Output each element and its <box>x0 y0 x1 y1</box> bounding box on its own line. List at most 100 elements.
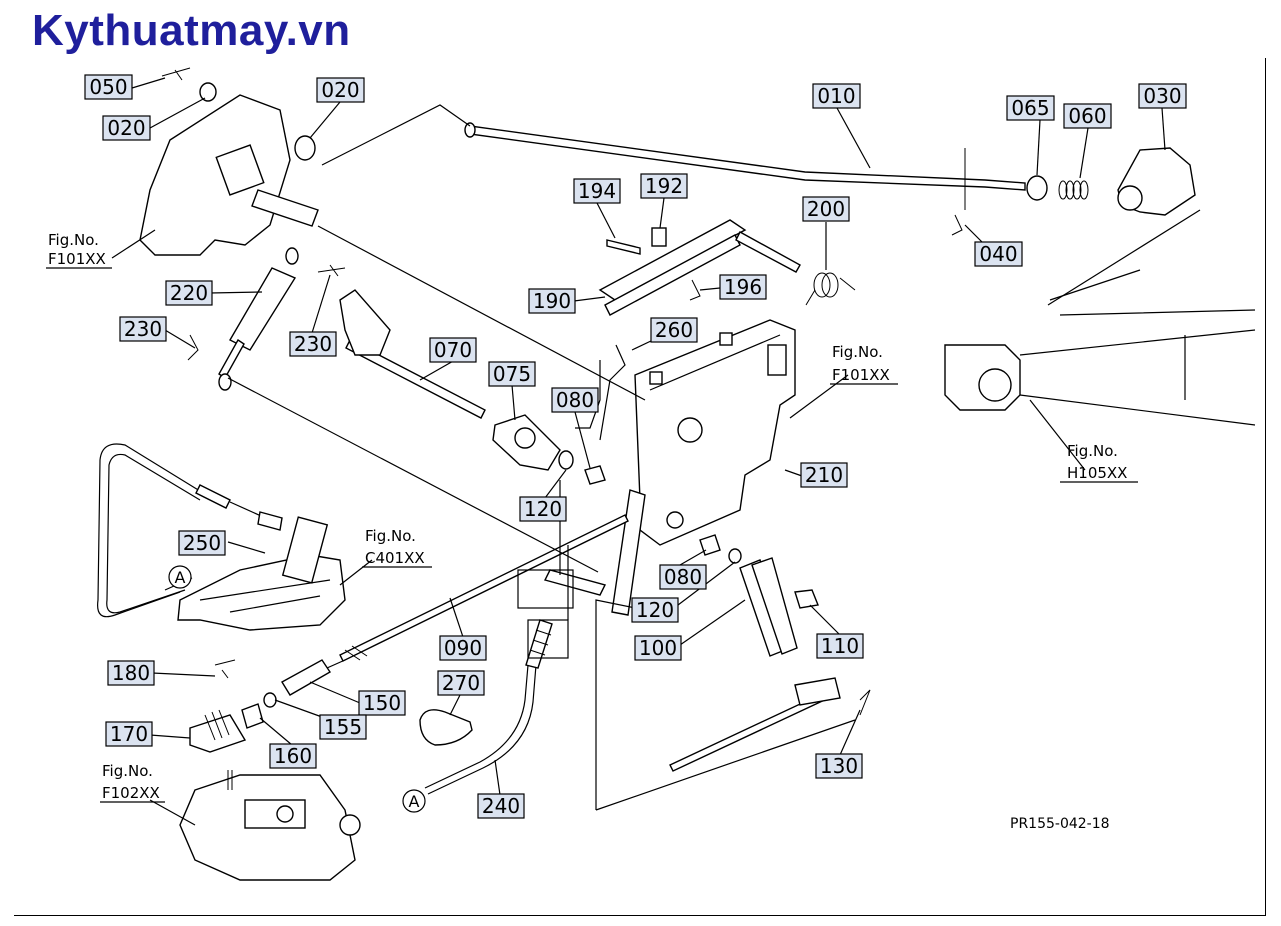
part-label-170: 170 <box>105 721 153 747</box>
nut-160 <box>241 703 264 729</box>
svg-text:230: 230 <box>294 332 332 356</box>
part-label-220: 220 <box>165 280 213 306</box>
svg-text:F101XX: F101XX <box>832 366 890 384</box>
cable-090 <box>339 514 629 662</box>
drawing-code: PR155-042-18 <box>1010 816 1110 832</box>
svg-text:250: 250 <box>183 531 221 555</box>
part-label-240: 240 <box>477 793 525 819</box>
fig-ref-h105: Fig.No. H105XX <box>1060 442 1138 483</box>
svg-text:090: 090 <box>444 636 482 660</box>
svg-text:F101XX: F101XX <box>48 250 106 268</box>
svg-text:220: 220 <box>170 281 208 305</box>
svg-text:080: 080 <box>556 388 594 412</box>
washer-065 <box>1026 175 1048 201</box>
svg-text:120: 120 <box>636 598 674 622</box>
part-label-150: 150 <box>358 690 406 716</box>
connector-marker-a-left: A <box>168 565 192 589</box>
part-label-180: 180 <box>107 660 155 686</box>
cable-loop <box>97 443 216 618</box>
svg-text:240: 240 <box>482 794 520 818</box>
gas-spring-220 <box>229 267 297 351</box>
part-label-020-b: 020 <box>316 77 365 103</box>
svg-text:Fig.No.: Fig.No. <box>48 231 99 249</box>
part-label-230-b: 230 <box>119 316 167 342</box>
long-rod-010 <box>469 125 1026 191</box>
sleeve-192 <box>651 227 667 247</box>
part-label-060: 060 <box>1063 103 1112 129</box>
part-label-200: 200 <box>802 196 850 222</box>
svg-text:170: 170 <box>110 722 148 746</box>
svg-text:110: 110 <box>821 634 859 658</box>
part-label-070: 070 <box>429 337 477 363</box>
part-label-050: 050 <box>84 74 133 100</box>
svg-text:100: 100 <box>639 636 677 660</box>
svg-text:050: 050 <box>89 75 127 99</box>
bracket-170 <box>189 714 247 753</box>
left-bracket-plate <box>139 94 291 256</box>
svg-text:196: 196 <box>724 275 762 299</box>
svg-text:160: 160 <box>274 744 312 768</box>
svg-text:A: A <box>409 792 420 811</box>
part-label-010: 010 <box>812 83 861 109</box>
nut-150 <box>281 659 331 696</box>
part-label-030: 030 <box>1138 83 1187 109</box>
part-label-020-a: 020 <box>102 115 151 141</box>
pedal-plate <box>177 554 346 631</box>
part-label-194: 194 <box>573 178 621 204</box>
washer-020-top <box>199 82 217 102</box>
label-leaders <box>111 77 1166 826</box>
part-label-250: 250 <box>178 530 226 556</box>
diagram-artwork <box>97 67 1256 881</box>
svg-text:190: 190 <box>533 289 571 313</box>
svg-text:060: 060 <box>1068 104 1106 128</box>
svg-text:Fig.No.: Fig.No. <box>1067 442 1118 460</box>
svg-text:Fig.No.: Fig.No. <box>102 762 153 780</box>
svg-text:260: 260 <box>655 318 693 342</box>
svg-text:150: 150 <box>363 691 401 715</box>
svg-text:Fig.No.: Fig.No. <box>365 527 416 545</box>
svg-text:075: 075 <box>493 362 531 386</box>
svg-text:230: 230 <box>124 317 162 341</box>
svg-text:200: 200 <box>807 197 845 221</box>
part-label-190: 190 <box>528 288 576 314</box>
part-label-196: 196 <box>719 274 767 300</box>
svg-text:210: 210 <box>805 463 843 487</box>
svg-text:120: 120 <box>524 497 562 521</box>
svg-text:040: 040 <box>979 242 1017 266</box>
svg-text:030: 030 <box>1143 84 1181 108</box>
part-label-120-a: 120 <box>519 496 567 522</box>
svg-text:Fig.No.: Fig.No. <box>832 343 883 361</box>
nut-110 <box>794 589 819 609</box>
part-label-270: 270 <box>437 670 485 696</box>
part-label-080-b: 080 <box>659 564 707 590</box>
fig-ref-c401: Fig.No. C401XX <box>362 527 432 568</box>
part-label-080-a: 080 <box>551 387 599 413</box>
svg-text:192: 192 <box>645 174 683 198</box>
svg-text:070: 070 <box>434 338 472 362</box>
diagram-frame <box>14 58 1266 916</box>
part-label-155: 155 <box>319 714 367 740</box>
svg-text:H105XX: H105XX <box>1067 464 1127 482</box>
svg-text:065: 065 <box>1011 96 1049 120</box>
bolt-194 <box>606 239 641 255</box>
fig-ref-f101-left: Fig.No. F101XX <box>46 231 112 269</box>
part-label-210: 210 <box>800 462 848 488</box>
part-label-100: 100 <box>634 635 682 661</box>
part-label-160: 160 <box>269 743 317 769</box>
washer-020-right <box>294 135 316 161</box>
spring-200 <box>805 272 856 306</box>
svg-text:F102XX: F102XX <box>102 784 160 802</box>
svg-text:C401XX: C401XX <box>365 549 425 567</box>
svg-text:270: 270 <box>442 671 480 695</box>
cable-240 <box>424 664 529 789</box>
link-plate-190 <box>598 219 747 301</box>
connector-marker-a-bottom: A <box>402 789 426 813</box>
part-label-065: 065 <box>1006 95 1055 121</box>
svg-text:180: 180 <box>112 661 150 685</box>
part-label-075: 075 <box>488 361 536 387</box>
svg-text:155: 155 <box>324 715 362 739</box>
fig-ref-f102: Fig.No. F102XX <box>100 762 165 803</box>
part-label-230-a: 230 <box>289 331 337 357</box>
